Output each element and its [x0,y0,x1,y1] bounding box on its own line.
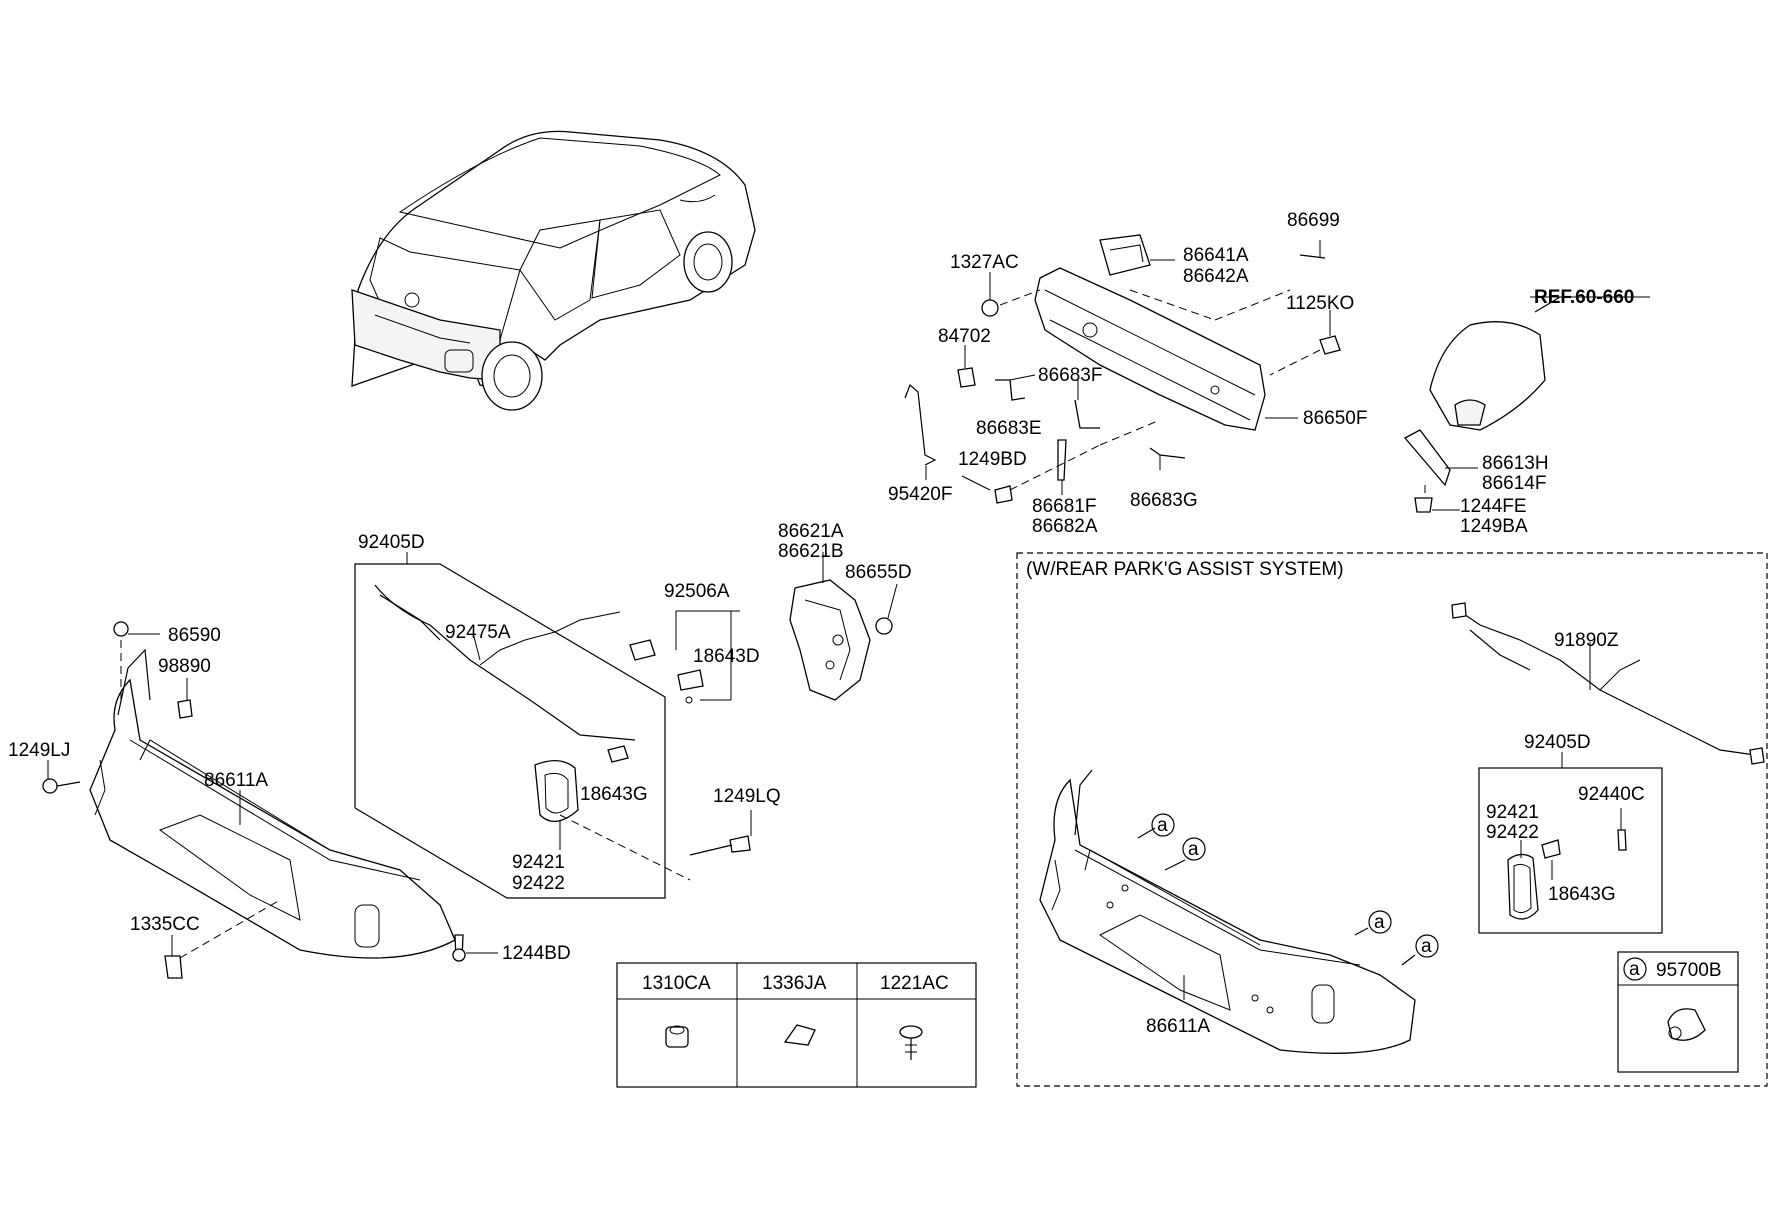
label-86681F: 86681F [1032,496,1096,517]
label-86590: 86590 [168,625,221,646]
label-92421-right: 92421 [1486,802,1539,823]
fastener-table [616,962,977,1088]
label-1249LJ: 1249LJ [8,740,70,761]
label-1327AC: 1327AC [950,252,1019,273]
section-title-park-assist: (W/REAR PARK'G ASSIST SYSTEM) [1026,559,1344,580]
label-ref-60-660: REF.60-660 [1534,287,1634,308]
label-86621A: 86621A [778,521,844,542]
side-bracket-group [789,552,898,701]
label-92422-left: 92422 [512,873,565,894]
label-1335CC: 1335CC [130,914,200,935]
label-86611A-right: 86611A [1146,1016,1210,1037]
label-92506A: 92506A [664,581,730,602]
label-1249BD: 1249BD [958,449,1027,470]
label-18643G-right: 18643G [1548,884,1616,905]
table-header-1336JA: 1336JA [762,973,827,994]
label-92405D-right: 92405D [1524,732,1591,753]
bumper-beam-group [904,234,1341,504]
label-98890: 98890 [158,656,211,677]
callout-a-3: a [1374,912,1385,933]
label-95700B: 95700B [1656,960,1722,981]
label-91890Z: 91890Z [1554,630,1619,651]
wiring-harness-group [354,552,752,899]
label-18643G-left: 18643G [580,784,648,805]
label-86611A-left: 86611A [204,770,268,791]
label-86655D: 86655D [845,562,912,583]
label-92421-left: 92421 [512,852,565,873]
part-number-labels: 86590 98890 1249LJ 86611A 1335CC 1244BD … [8,210,1722,1037]
label-92422-right: 92422 [1486,822,1539,843]
label-86699: 86699 [1287,210,1340,231]
label-86614F: 86614F [1482,473,1546,494]
label-1125KO: 1125KO [1286,293,1354,314]
callout-a-1: a [1157,815,1168,836]
label-86683G: 86683G [1130,490,1198,511]
label-1249BA: 1249BA [1460,516,1528,537]
label-86683E: 86683E [976,418,1042,439]
vehicle-overview-illustration [351,130,756,411]
label-86613H: 86613H [1482,453,1549,474]
label-92405D-left: 92405D [358,532,425,553]
table-header-1310CA: 1310CA [642,973,711,994]
label-84702: 84702 [938,326,991,347]
label-86642A: 86642A [1183,266,1249,287]
callout-a-2: a [1188,839,1199,860]
label-92440C: 92440C [1578,784,1645,805]
callout-a-legend: a [1629,959,1640,980]
label-92475A: 92475A [445,622,511,643]
park-assist-section [1016,552,1768,1087]
label-1249LQ: 1249LQ [713,786,781,807]
label-86621B: 86621B [778,541,844,562]
label-86683F: 86683F [1038,365,1102,386]
label-1244BD: 1244BD [502,943,571,964]
label-86682A: 86682A [1032,516,1098,537]
label-86650F: 86650F [1303,408,1367,429]
callout-a-4: a [1421,936,1432,957]
table-header-1221AC: 1221AC [880,973,949,994]
label-95420F: 95420F [888,484,952,505]
label-18643D: 18643D [693,646,760,667]
body-panel-ref-group [1403,296,1650,513]
label-86641A: 86641A [1183,245,1249,266]
rear-bumper-cover-group [42,621,498,979]
label-1244FE: 1244FE [1460,496,1527,517]
